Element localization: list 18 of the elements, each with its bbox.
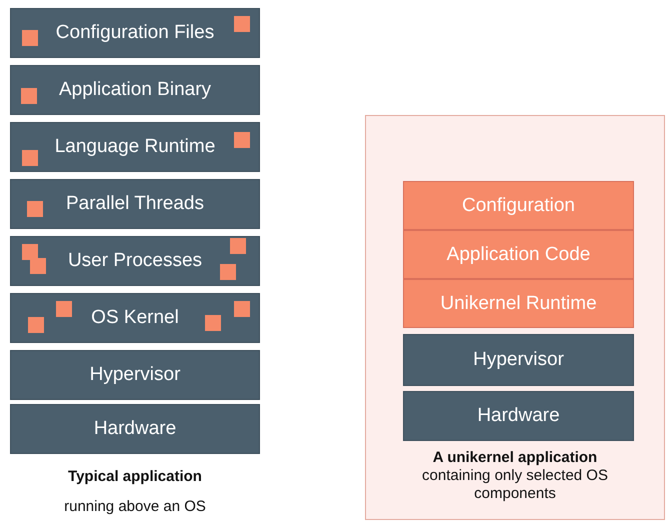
layer-box: Parallel Threads xyxy=(10,179,260,229)
layer-box: Hardware xyxy=(10,404,260,454)
layer-box: Hypervisor xyxy=(403,334,634,386)
layer-box: Hardware xyxy=(403,391,634,441)
layer-box: User Processes xyxy=(10,236,260,286)
layer-box: Language Runtime xyxy=(10,122,260,172)
caption-heading: Typical application xyxy=(67,468,203,485)
layer-box: Configuration xyxy=(403,181,634,230)
layer-box: Configuration Files xyxy=(10,8,260,58)
layer-box: Unikernel Runtime xyxy=(403,279,634,328)
layer-box: Application Binary xyxy=(10,65,260,115)
caption-heading: A unikernel application xyxy=(432,449,598,467)
layer-box: Application Code xyxy=(403,230,634,279)
container-panel xyxy=(365,115,665,520)
layer-box: OS Kernel xyxy=(10,293,260,343)
caption-text: containing only selected OS components xyxy=(421,467,609,503)
layer-box: Hypervisor xyxy=(10,350,260,400)
caption-text: running above an OS xyxy=(63,498,207,515)
